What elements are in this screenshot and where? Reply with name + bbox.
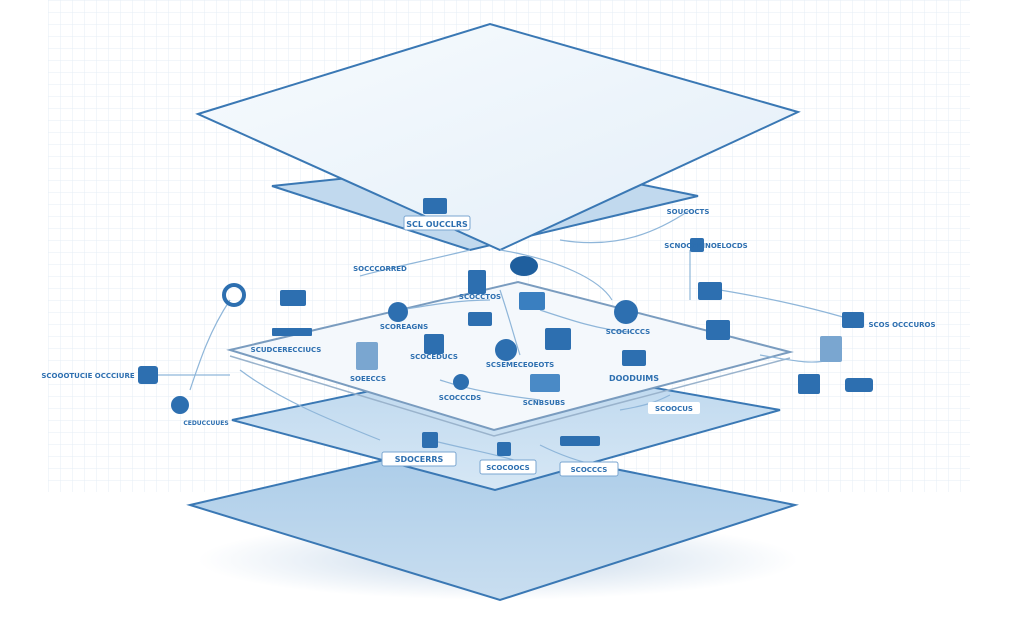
camera-icon [222,283,246,307]
robot-icon [798,374,820,394]
inner-label: SCOCCCDS [439,394,481,402]
terminal-icon [422,432,438,448]
top-right-label: SOUCOCTS [667,208,710,216]
center-label-3: SCSEMECEOEOTS [486,361,554,369]
server-icon [423,198,447,214]
panel-icon [272,328,312,336]
laptop-icon [530,374,560,392]
modem-icon [560,436,600,446]
bottom-label-2: SCOCOOCS [486,464,529,472]
cabinet-icon [356,342,378,370]
center-label: SCOREAGNS [380,323,428,331]
actuator-icon [171,396,189,414]
right-label: SCOCICCCS [606,328,650,336]
bottom-label-1: SDOCERRS [395,455,444,464]
wifi-icon [453,374,469,390]
network-layer-edge [229,355,791,437]
chip-icon [690,238,704,252]
far-left-label-2: CEDUCCUUES [183,420,228,427]
hub-icon [497,442,511,456]
sensor-icon [495,339,517,361]
center-label-2: SCOCCTOS [459,293,501,301]
cloud-node-icon [614,300,638,324]
bottom-label-3: SCOCCCS [571,466,608,474]
firewall-icon [545,328,571,350]
left-label: SCUDCERECCIUCS [251,346,322,354]
industrial-icon [842,312,864,328]
database-icon [424,334,444,354]
left-label-2: SOEECCS [350,375,386,383]
conveyor-icon [845,378,873,392]
far-left-label: SCOOOTUCIE OCCCIURE [41,372,134,380]
top-layer [195,22,801,252]
router-icon [510,256,538,276]
gateway-icon [706,320,730,340]
control-icon [280,290,306,306]
right-label-2: DOODUIMS [609,374,659,383]
globe-icon [388,302,408,322]
bottom-layer [186,438,799,602]
monitor-icon [519,292,545,310]
storage-icon [622,350,646,366]
diagram-labels: SCL OUCCLRS SOCCCORRED SOUCOCTS SCNOCCDI… [41,208,936,477]
inner-left-label: SCOCEDUCS [410,353,458,361]
top-left-label: SOCCCORRED [353,265,407,273]
switch-icon [468,312,492,326]
edge-device-icon [138,366,158,384]
top-right-label-2: SCNOCCDINOELOCDS [664,242,747,250]
top-panel-label: SCL OUCCLRS [406,220,468,229]
far-right-label: SCOS OCCCUROS [868,321,935,329]
inner-label-2: SCNBSUBS [523,399,565,407]
meter-icon [820,336,842,362]
lower-right-label: SCOOCUS [655,405,693,413]
machine-icon [698,282,722,300]
device-icons [138,198,873,456]
server-rack-icon [468,270,486,294]
